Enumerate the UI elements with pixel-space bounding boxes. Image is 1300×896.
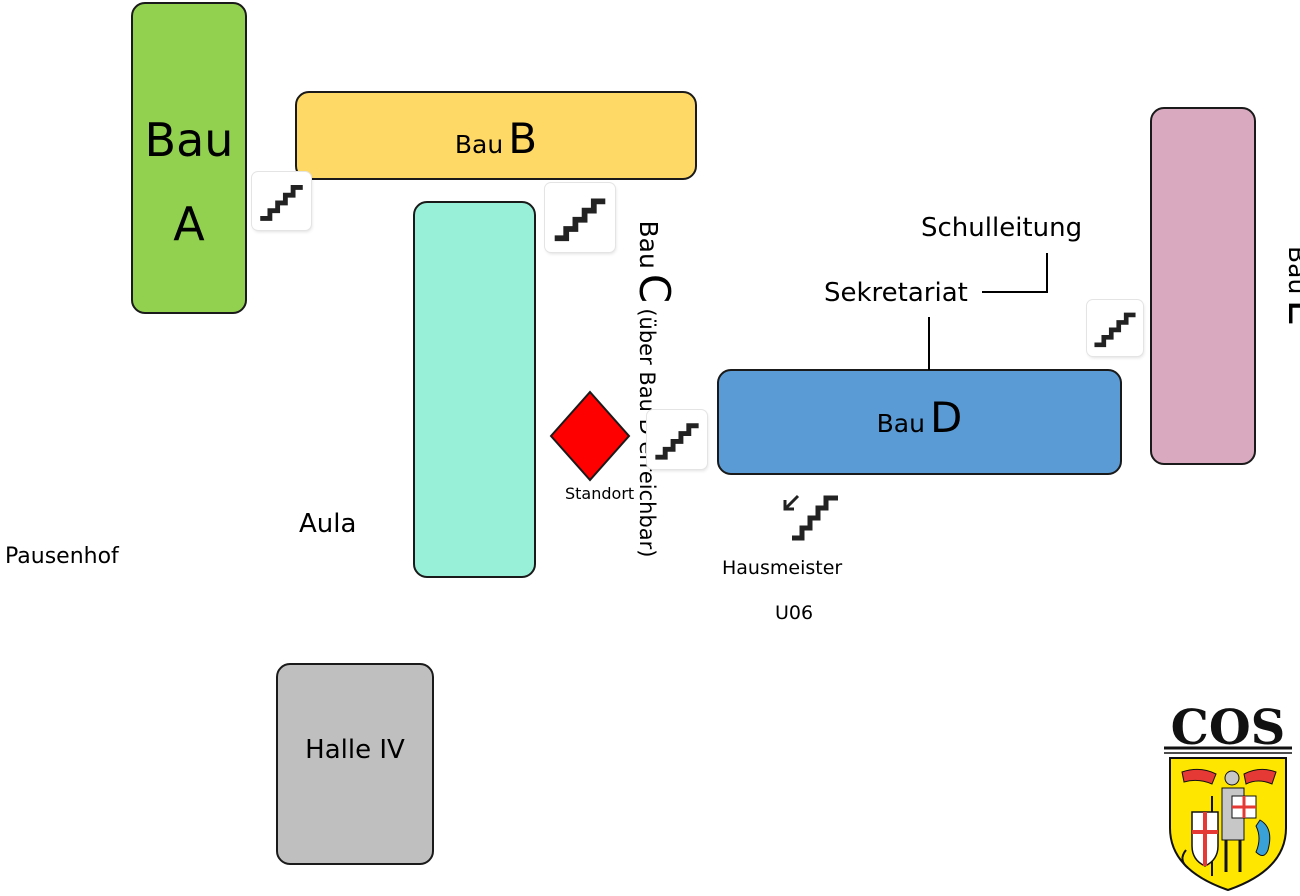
building-b-label: Bau B	[295, 114, 697, 163]
building-d-letter: D	[930, 393, 963, 442]
building-d	[717, 369, 1122, 475]
location-marker-icon	[549, 390, 631, 482]
cos-logo: COS	[1160, 700, 1296, 892]
building-e	[1150, 107, 1256, 465]
building-b	[295, 91, 697, 180]
building-c	[413, 201, 536, 578]
stairs-icon	[545, 183, 615, 252]
sekretariat-label: Sekretariat	[824, 278, 968, 308]
halle-iv-label: Halle IV	[305, 735, 405, 765]
schulleitung-line-horizontal	[982, 291, 1048, 293]
building-a	[131, 2, 247, 314]
stairs-icon	[647, 410, 707, 469]
building-d-word: Bau	[876, 409, 925, 438]
stairs-down-icon	[776, 476, 850, 546]
stairs-icon	[1087, 300, 1143, 356]
standort-label: Standort	[565, 484, 635, 503]
building-a-letter: A	[173, 197, 205, 251]
building-b-letter: B	[508, 114, 538, 163]
building-halle-iv	[276, 663, 434, 865]
building-b-word: Bau	[454, 130, 504, 159]
sekretariat-line	[928, 317, 930, 370]
stairs-icon	[252, 172, 311, 230]
pausenhof-label: Pausenhof	[5, 544, 119, 569]
schulleitung-line-vertical	[1046, 253, 1048, 293]
u06-label: U06	[775, 602, 814, 624]
hausmeister-label: Hausmeister	[722, 557, 843, 579]
building-c-letter: C	[630, 273, 679, 304]
building-c-word: Bau	[634, 220, 663, 269]
aula-label: Aula	[299, 509, 357, 539]
building-a-word: Bau	[144, 113, 234, 167]
building-e-letter: E	[1279, 299, 1300, 326]
building-d-label: Bau D	[717, 393, 1122, 442]
schulleitung-label: Schulleitung	[921, 213, 1083, 243]
building-e-word: Bau	[1283, 246, 1300, 295]
